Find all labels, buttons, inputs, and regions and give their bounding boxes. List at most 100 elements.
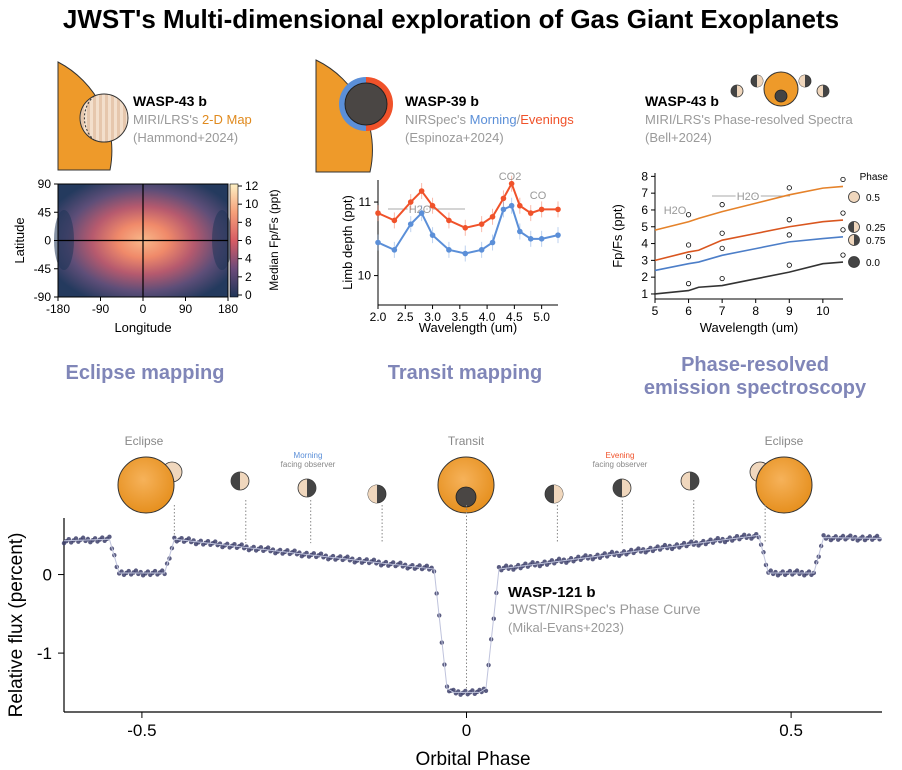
data-point [821,533,826,538]
panel2-instrument-sep: / [516,112,521,127]
data-point [583,553,588,558]
data-point [629,547,634,553]
data-point [527,236,534,242]
x-tick-label: 2.5 [397,310,414,324]
data-point [719,230,725,236]
y-tick-label: 4 [641,237,648,251]
data-point [662,542,668,548]
y-tick-label: 3 [641,253,648,267]
x-tick-label: 9 [786,304,793,318]
data-point [107,534,112,540]
data-point [489,239,496,246]
x-tick-label: 0 [462,721,471,740]
x-tick-label: 3.5 [451,310,468,324]
data-point [186,536,191,541]
data-point [478,247,485,253]
data-point [418,210,425,216]
panel2-instrument-evening: Evenings [520,112,574,127]
panel3-planet: WASP-43 b [645,93,719,109]
y-tick-label: 1 [641,287,648,301]
evening-label: Evening [606,451,635,460]
data-point [311,551,317,556]
colorbar-tick-label: 10 [245,197,259,211]
data-point [719,245,725,251]
data-point [877,537,882,542]
panel2-instrument-prefix: NIRSpec's [405,112,470,127]
y-tick-label: 6 [641,203,648,217]
data-point [786,185,792,191]
data-point [719,275,725,282]
phase-icon [848,256,860,268]
phase-icon-shade [848,221,854,233]
data-point [407,221,414,227]
y-tick-label: 11 [359,195,372,209]
data-point [555,206,561,213]
data-point [345,554,350,559]
panel2-instrument-morning: Morning [469,112,517,127]
data-point [483,688,489,693]
panel1-instrument-prefix: MIRI/LRS's [133,112,202,127]
panel2-planet: WASP-39 b [405,93,479,109]
y-axis-label: Latitude [12,217,27,263]
data-point [689,539,694,544]
annotation-label: H2O [737,191,760,203]
data-point [508,180,515,187]
data-point [398,560,403,566]
data-point [576,554,581,560]
data-point [556,556,562,562]
data-point [685,280,692,287]
planet-ref: (Mikal-Evans+2023) [508,620,624,635]
x-axis-label: Orbital Phase [415,749,530,770]
data-point [424,563,430,569]
data-point [867,534,873,539]
data-point [840,252,846,258]
data-point [768,568,773,573]
annotation-label: H2O [409,204,432,216]
annotation-label: CO2 [499,171,522,183]
legend-label: 0.75 [866,236,886,247]
data-point [655,544,660,549]
data-point [874,533,880,539]
data-point [538,206,545,213]
data-point [786,217,792,223]
x-tick-label: 4.5 [506,310,523,324]
data-point [708,537,713,542]
data-point [742,532,747,537]
legend-label: 0.25 [866,223,886,234]
data-point [609,549,615,555]
data-point [530,560,535,565]
series-line [654,261,844,295]
data-point [446,247,452,253]
eclipse-label: Eclipse [125,434,164,448]
legend-label: 0.0 [866,258,880,269]
data-point [429,232,436,238]
data-point [685,242,692,248]
data-point [786,232,792,238]
data-point [602,551,607,556]
data-point [508,202,515,209]
morning-label: Morning [294,451,323,460]
data-point [503,563,509,568]
data-point [371,557,377,562]
data-point [538,236,545,242]
data-point [258,545,264,550]
x-tick-label: 10 [816,304,830,318]
eclipse-label: Eclipse [765,434,804,448]
data-point [429,202,436,209]
panel1-ref: (Hammond+2024) [133,130,239,145]
data-point [549,558,555,563]
y-tick-label: 45 [38,205,52,219]
colorbar-label: Median Fp/Fs (ppt) [267,189,281,290]
data-point [391,217,398,224]
x-tick-label: 3.0 [424,310,441,324]
data-point [446,217,452,224]
panel1-planet: WASP-43 b [133,93,207,109]
x-tick-label: 0.5 [779,721,803,740]
data-point [375,239,381,246]
y-axis-label: Limb depth (ppt) [340,195,355,290]
data-point [318,551,324,556]
data-point [786,262,792,268]
